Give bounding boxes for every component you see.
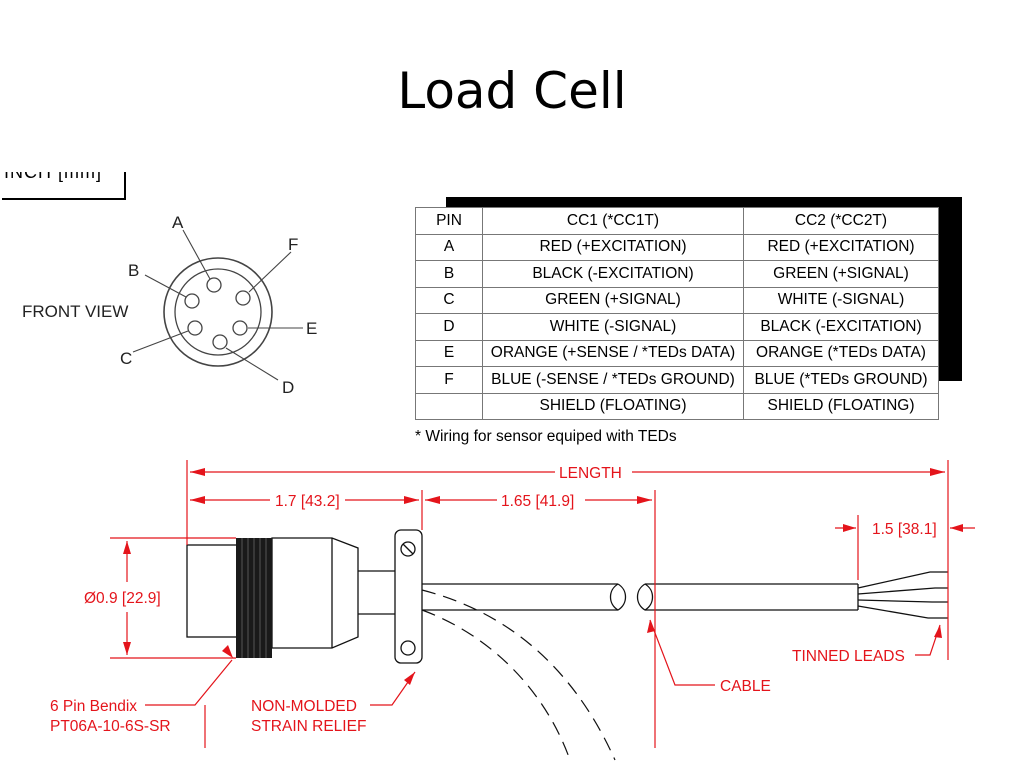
table-cell: WHITE (-SIGNAL) — [743, 286, 939, 314]
unit-label: INCH [mm] — [4, 172, 102, 182]
table-cell: D — [415, 313, 483, 341]
table-row: E ORANGE (+SENSE / *TEDs DATA) ORANGE (*… — [415, 339, 939, 367]
connector-outer-ring — [163, 257, 273, 367]
cable-outline — [186, 529, 948, 664]
cable-break-left — [609, 583, 627, 611]
pin-label-d: D — [282, 378, 294, 397]
header-pin: PIN — [415, 207, 483, 235]
pin-label-f: F — [288, 235, 298, 254]
pin-f-socket — [235, 290, 251, 306]
pin-leader-lines — [132, 229, 303, 381]
dimension-arrowheads — [123, 468, 963, 685]
tinned-leads-wires — [857, 571, 948, 619]
connector-nose — [271, 537, 359, 649]
cable-break-right — [636, 583, 654, 611]
slide-title: Load Cell — [397, 62, 627, 120]
flange-screw-bottom — [400, 640, 416, 656]
table-row: SHIELD (FLOATING) SHIELD (FLOATING) — [415, 392, 939, 420]
tinned-leads-label: TINNED LEADS — [792, 648, 905, 665]
pin-label-c: C — [120, 349, 132, 368]
table-row: C GREEN (+SIGNAL) WHITE (-SIGNAL) — [415, 286, 939, 314]
pin-a-socket — [206, 277, 222, 293]
strain-relief-flange — [394, 529, 423, 664]
pin-label-b: B — [128, 261, 139, 280]
table-cell: A — [415, 233, 483, 261]
flange-screw-top — [400, 541, 416, 557]
table-cell: SHIELD (FLOATING) — [482, 392, 744, 420]
table-footnote: * Wiring for sensor equiped with TEDs — [415, 428, 677, 445]
dim-diameter-label: Ø0.9 [22.9] — [84, 590, 161, 607]
header-cc2: CC2 (*CC2T) — [743, 207, 939, 235]
connector-label-line1: 6 Pin Bendix — [50, 698, 137, 715]
relief-label-line2: STRAIN RELIEF — [251, 718, 366, 735]
pin-d-socket — [212, 334, 228, 350]
table-row: A RED (+EXCITATION) RED (+EXCITATION) — [415, 233, 939, 261]
dim-relief-label: 1.65 [41.9] — [501, 493, 574, 510]
table-cell: GREEN (+SIGNAL) — [743, 260, 939, 288]
cable-assembly-drawing: LENGTH 1.7 [43.2] 1.65 [41.9] 1.5 [38.1]… — [50, 460, 975, 761]
table-cell: C — [415, 286, 483, 314]
table-row: F BLUE (-SENSE / *TEDs GROUND) BLUE (*TE… — [415, 366, 939, 394]
connector-label-line2: PT06A-10-6S-SR — [50, 718, 171, 735]
table-cell: BLUE (-SENSE / *TEDs GROUND) — [482, 366, 744, 394]
table-cell: E — [415, 339, 483, 367]
length-label: LENGTH — [559, 465, 622, 482]
pin-b-socket — [184, 293, 200, 309]
cable-label: CABLE — [720, 678, 771, 695]
table-cell: RED (+EXCITATION) — [743, 233, 939, 261]
header-cc1: CC1 (*CC1T) — [482, 207, 744, 235]
table-cell: BLACK (-EXCITATION) — [482, 260, 744, 288]
pin-e-socket — [232, 320, 248, 336]
table-header-row: PIN CC1 (*CC1T) CC2 (*CC2T) — [415, 207, 939, 235]
dim-connector-label: 1.7 [43.2] — [275, 493, 340, 510]
table-row: D WHITE (-SIGNAL) BLACK (-EXCITATION) — [415, 313, 939, 341]
table-cell: ORANGE (*TEDs DATA) — [743, 339, 939, 367]
connector-back-shell — [186, 544, 238, 638]
connector-front-view: A B C D E F FRONT VIEW — [22, 213, 317, 397]
dim-leads-label: 1.5 [38.1] — [872, 521, 937, 538]
relief-label-line1: NON-MOLDED — [251, 698, 357, 715]
table-cell — [415, 392, 483, 420]
connector-inner-ring — [174, 268, 262, 356]
unit-label-box: INCH [mm] — [2, 172, 126, 200]
table-cell: ORANGE (+SENSE / *TEDs DATA) — [482, 339, 744, 367]
wiring-table: PIN CC1 (*CC1T) CC2 (*CC2T) A RED (+EXCI… — [415, 207, 939, 420]
table-cell: BLACK (-EXCITATION) — [743, 313, 939, 341]
pin-c-socket — [187, 320, 203, 336]
table-cell: WHITE (-SIGNAL) — [482, 313, 744, 341]
table-cell: F — [415, 366, 483, 394]
table-cell: B — [415, 260, 483, 288]
pin-label-e: E — [306, 319, 317, 338]
flexed-cable-dashed — [421, 589, 616, 761]
knurl-lines — [241, 538, 267, 658]
table-cell: RED (+EXCITATION) — [482, 233, 744, 261]
table-row: B BLACK (-EXCITATION) GREEN (+SIGNAL) — [415, 260, 939, 288]
table-cell: GREEN (+SIGNAL) — [482, 286, 744, 314]
table-cell: SHIELD (FLOATING) — [743, 392, 939, 420]
pin-label-a: A — [172, 213, 184, 232]
front-view-label: FRONT VIEW — [22, 302, 128, 321]
table-cell: BLUE (*TEDs GROUND) — [743, 366, 939, 394]
